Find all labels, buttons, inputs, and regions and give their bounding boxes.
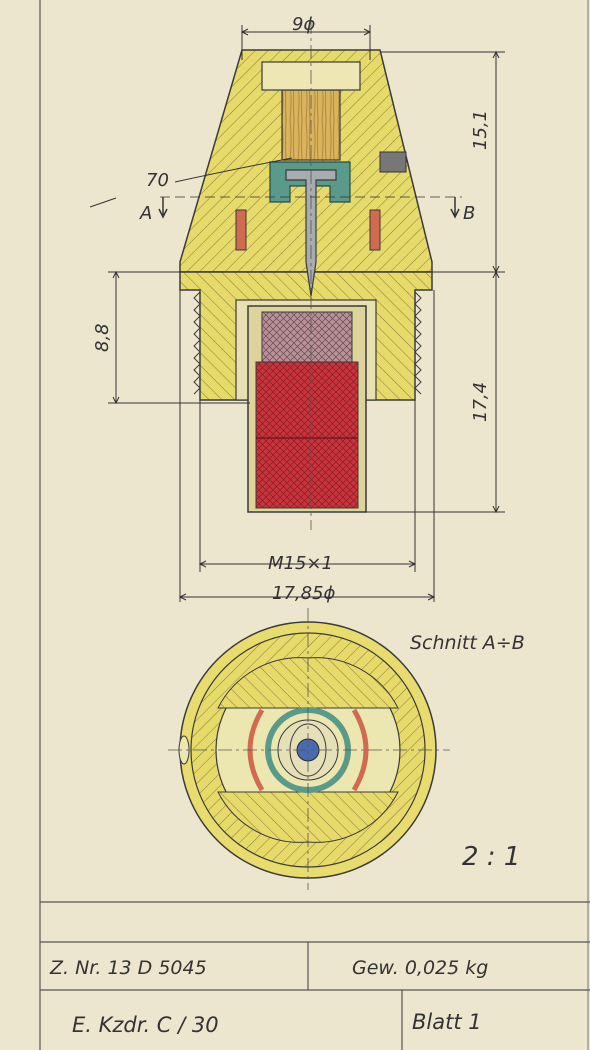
dim-height-left: 8,8 bbox=[92, 323, 113, 352]
fuze-section-view bbox=[89, 20, 462, 530]
stray-mark bbox=[89, 197, 117, 208]
callout-leader bbox=[174, 157, 293, 183]
weight: Gew. 0,025 kg bbox=[352, 957, 489, 979]
component-name: E. Kzdr. C / 30 bbox=[72, 1013, 219, 1037]
section-label-a: A bbox=[140, 203, 153, 224]
dim-height-upper: 15,1 bbox=[470, 109, 491, 150]
thread-left bbox=[193, 291, 201, 395]
title-block-lines bbox=[40, 901, 590, 1050]
dim-outer-diameter: 17,85ϕ bbox=[272, 583, 336, 604]
section-arrow-a bbox=[158, 197, 168, 219]
dim-thread: M15×1 bbox=[268, 553, 333, 574]
copper-ring-right bbox=[369, 209, 381, 251]
dimension-lines bbox=[108, 25, 505, 602]
section-label-b: B bbox=[463, 203, 476, 224]
thread-right bbox=[414, 291, 422, 395]
scale-label: 2 : 1 bbox=[462, 842, 521, 872]
dim-top-diameter: 9ϕ bbox=[292, 14, 316, 35]
side-screw bbox=[379, 151, 407, 173]
dim-height-lower: 17,4 bbox=[470, 381, 491, 422]
drawing-number: Z. Nr. 13 D 5045 bbox=[50, 957, 207, 979]
sheet-number: Blatt 1 bbox=[412, 1010, 482, 1034]
main-charge bbox=[255, 361, 359, 509]
section-title: Schnitt A÷B bbox=[410, 632, 525, 654]
cross-section-view bbox=[168, 608, 450, 890]
copper-ring-left bbox=[235, 209, 247, 251]
primer-charge bbox=[261, 311, 353, 363]
callout-70: 70 bbox=[146, 170, 169, 191]
section-arrow-b bbox=[450, 197, 460, 219]
